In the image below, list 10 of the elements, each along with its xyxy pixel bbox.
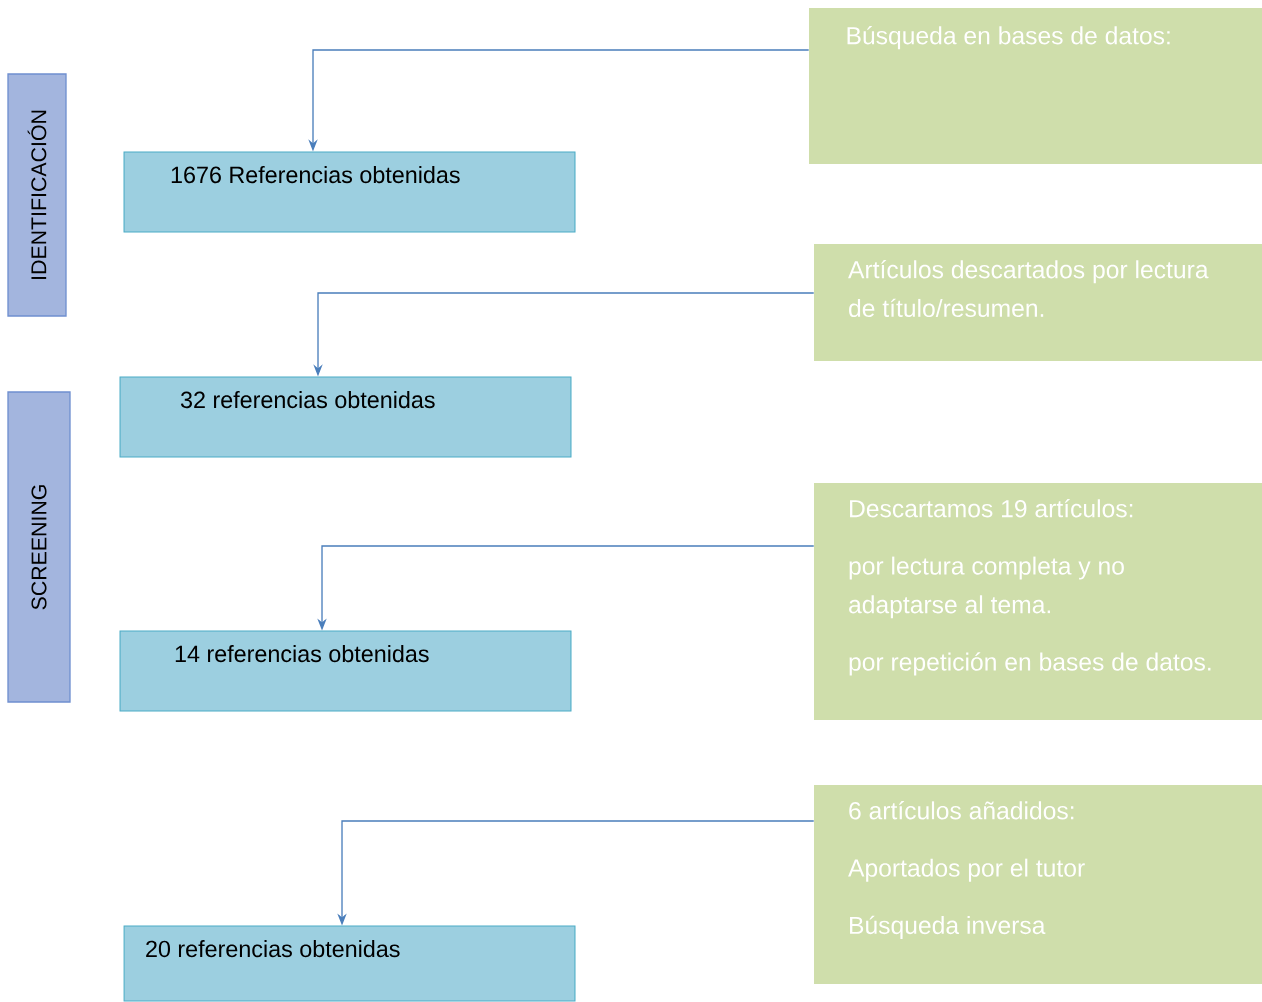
process-box: 20 referencias obtenidas <box>123 925 576 1002</box>
note-box: Búsqueda en bases de datos: <box>809 8 1262 164</box>
note-box: Artículos descartados por lectura de título/resumen. <box>814 243 1262 362</box>
process-box: 1676 Referencias obtenidas <box>123 151 576 233</box>
process-box: 32 referencias obtenidas <box>119 376 572 458</box>
note-box: 6 artículos añadidos: Aportados por el tutor Búsqueda inversa <box>814 785 1262 984</box>
phase-band: IDENTIFICACIÓN <box>7 73 67 317</box>
note-box: Descartamos 19 artículos: por lectura completa y no adaptarse al tema. por repetición en bases de datos. <box>814 482 1262 721</box>
process-box: 14 referencias obtenidas <box>119 630 572 712</box>
phase-band: SCREENING <box>7 391 71 703</box>
